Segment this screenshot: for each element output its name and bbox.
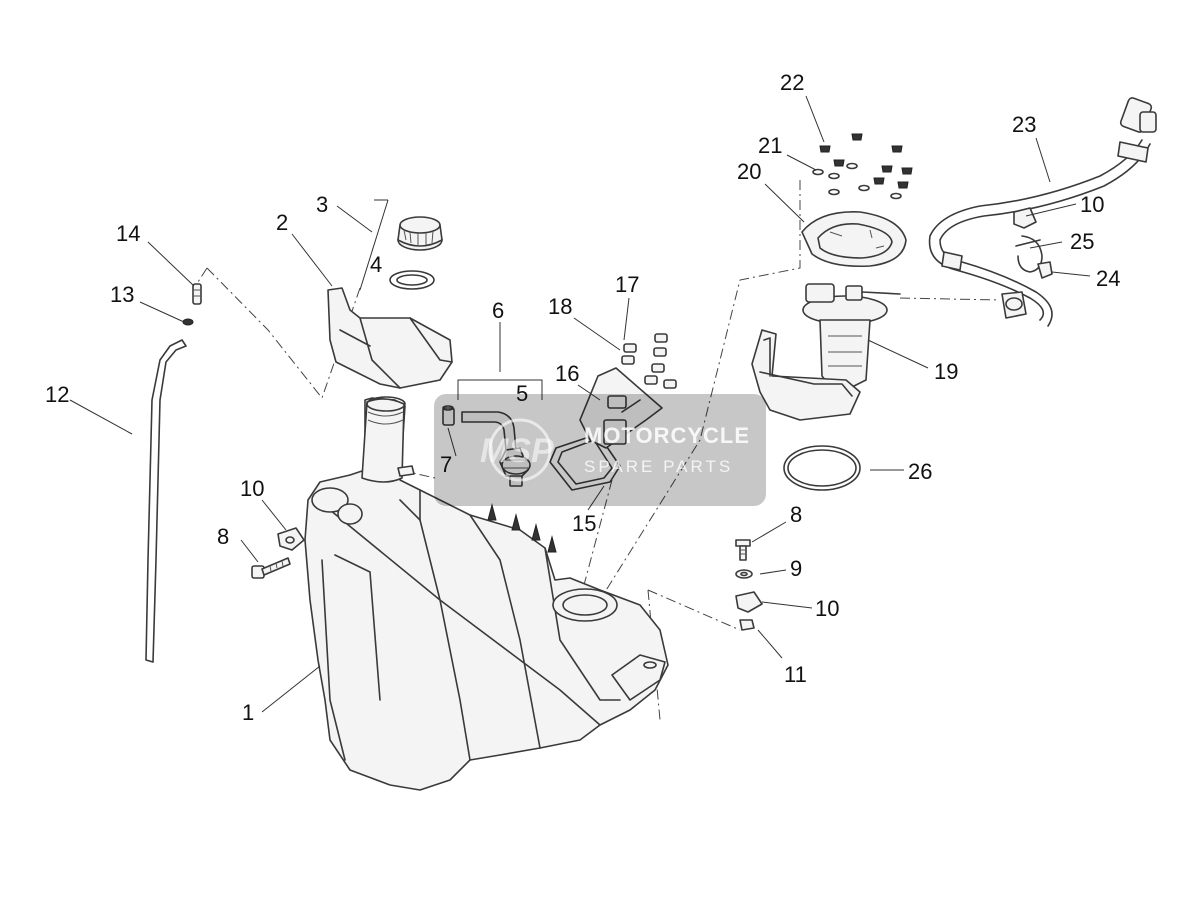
bolt-left bbox=[251, 557, 291, 579]
hose-bracket-6 bbox=[457, 379, 543, 400]
leader-lines bbox=[69, 95, 1091, 713]
clip-24 bbox=[1037, 261, 1053, 279]
callout-24: 24 bbox=[1096, 266, 1120, 291]
callout-19: 19 bbox=[934, 359, 958, 384]
watermark-line1: MOTORCYCLE bbox=[584, 423, 750, 448]
clip-nut-left bbox=[277, 527, 305, 551]
tube-fitting bbox=[192, 283, 202, 305]
callout-4: 4 bbox=[370, 252, 382, 277]
callout-8-right: 8 bbox=[790, 502, 802, 527]
callout-14: 14 bbox=[116, 221, 140, 246]
callout-11: 11 bbox=[784, 662, 807, 687]
callout-17: 17 bbox=[615, 272, 639, 297]
callout-10-hose: 10 bbox=[1080, 192, 1104, 217]
callout-8-left: 8 bbox=[217, 524, 229, 549]
watermark-logo: MSP bbox=[480, 432, 554, 470]
nut-11 bbox=[739, 619, 755, 631]
callout-16: 16 bbox=[555, 361, 579, 386]
callout-2: 2 bbox=[276, 210, 288, 235]
filler-neck-cover bbox=[327, 287, 453, 389]
lock-ring-20 bbox=[801, 211, 907, 268]
callout-20: 20 bbox=[737, 159, 761, 184]
clip-nut-right-10 bbox=[735, 591, 763, 613]
callout-15: 15 bbox=[572, 511, 596, 536]
tube-clip bbox=[182, 318, 194, 326]
callout-9: 9 bbox=[790, 556, 802, 581]
callout-23: 23 bbox=[1012, 112, 1036, 137]
bolt-right-8 bbox=[735, 539, 751, 561]
callouts: 1 2 3 4 5 6 7 8 8 9 10 10 10 11 12 13 14… bbox=[45, 70, 1120, 725]
callout-3: 3 bbox=[316, 192, 328, 217]
valve-hose-5 bbox=[461, 411, 531, 487]
callout-21: 21 bbox=[758, 133, 782, 158]
callout-10-left: 10 bbox=[240, 476, 264, 501]
pump-flange-16 bbox=[579, 367, 663, 449]
nuts-18 bbox=[621, 343, 637, 365]
callout-10-right: 10 bbox=[815, 596, 839, 621]
screws-22 bbox=[819, 133, 913, 189]
callout-25: 25 bbox=[1070, 229, 1094, 254]
callout-7: 7 bbox=[440, 452, 452, 477]
callout-13: 13 bbox=[110, 282, 134, 307]
callout-6: 6 bbox=[492, 298, 504, 323]
callout-22: 22 bbox=[780, 70, 804, 95]
hose-fitting-7 bbox=[442, 405, 455, 426]
nuts-17 bbox=[644, 333, 677, 389]
callout-5: 5 bbox=[516, 381, 528, 406]
watermark: MSP MOTORCYCLE SPARE PARTS bbox=[434, 394, 766, 506]
clip-nut-hose bbox=[1013, 207, 1037, 229]
seal-ring-26 bbox=[783, 445, 861, 491]
callout-12: 12 bbox=[45, 382, 69, 407]
fuel-pump-19 bbox=[751, 283, 901, 421]
cap-gasket bbox=[389, 270, 435, 290]
fuel-tank bbox=[304, 396, 669, 791]
callout-18: 18 bbox=[548, 294, 572, 319]
callout-26: 26 bbox=[908, 459, 932, 484]
washer-9 bbox=[735, 569, 753, 579]
watermark-line2: SPARE PARTS bbox=[584, 457, 733, 476]
washers-21 bbox=[812, 162, 902, 200]
breather-tube bbox=[145, 339, 187, 663]
fuel-cap bbox=[397, 216, 443, 251]
fuel-hose-23 bbox=[928, 97, 1157, 327]
callout-1: 1 bbox=[242, 700, 254, 725]
